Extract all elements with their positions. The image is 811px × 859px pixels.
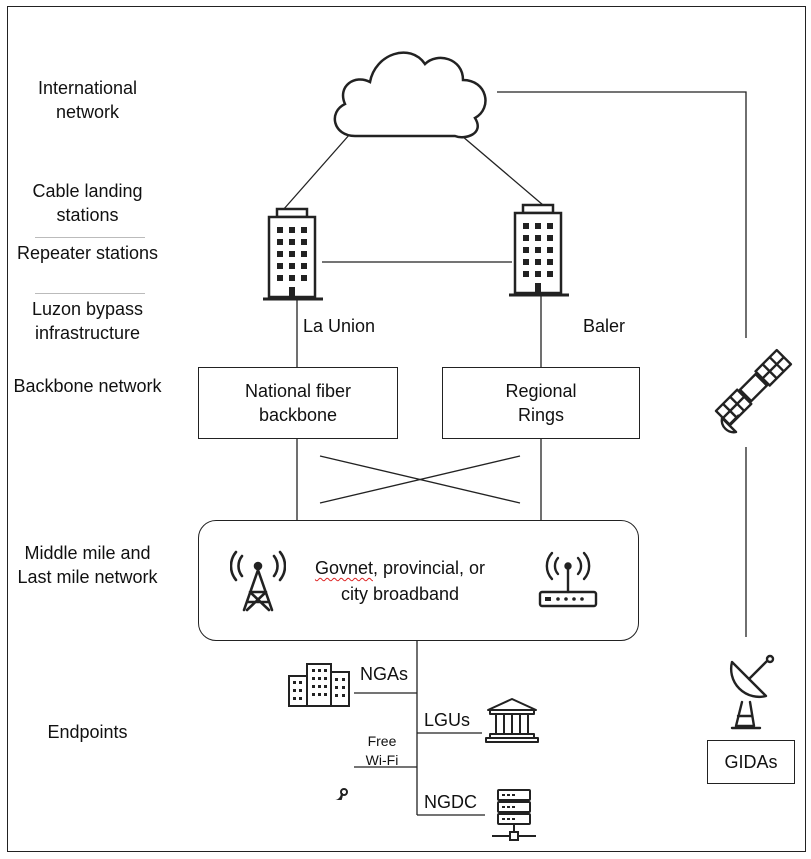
gidas-text: GIDAs: [724, 752, 778, 772]
office-buildings-icon: [288, 663, 350, 707]
label-wifi: Wi-Fi: [365, 752, 399, 768]
label-baler: Baler: [583, 316, 626, 336]
label-luzon-bypass: Luzon bypass infrastructure: [31, 299, 144, 343]
label-cable-landing-stations: Cable landing stations: [32, 181, 143, 225]
label-la-union: La Union: [303, 316, 376, 336]
govnet-word: Govnet: [314, 558, 373, 578]
label-ngdc: NGDC: [424, 792, 477, 812]
satellite-icon: [714, 348, 793, 434]
diagram-frame: [7, 6, 806, 852]
cloud-icon: [333, 51, 487, 139]
line-cloud-la-union: [282, 133, 351, 211]
label-repeater-stations: Repeater stations: [16, 243, 159, 263]
label-endpoints: Endpoints: [47, 722, 128, 742]
national-fiber-backbone-text: National fiber backbone: [244, 381, 352, 425]
government-building-icon: [485, 698, 539, 743]
label-international-network: International network: [37, 78, 138, 122]
box-gidas: GIDAs: [707, 740, 795, 784]
box-middle-last-mile: [198, 520, 639, 641]
building-icon-la-union: [263, 207, 323, 301]
wifi-icon: [319, 788, 348, 800]
line-cloud-satellite: [497, 91, 747, 338]
cell-tower-icon: [230, 550, 286, 612]
regional-rings-text: Regional Rings: [505, 381, 577, 425]
satellite-dish-icon: [729, 654, 775, 730]
building-icon-baler: [509, 203, 569, 297]
line-cross-2: [319, 455, 521, 504]
line-cloud-baler: [461, 135, 544, 206]
label-lgus: LGUs: [424, 710, 471, 730]
label-middle-last-mile: Middle mile and Last mile network: [17, 543, 158, 587]
label-govnet-line1: Govnet, provincial, or: [300, 556, 500, 580]
separator-1: [35, 237, 145, 238]
label-govnet-line2: city broadband: [340, 584, 460, 604]
box-national-fiber-backbone: National fiber backbone: [198, 367, 398, 439]
label-backbone-network: Backbone network: [13, 376, 162, 396]
router-icon: [538, 551, 598, 608]
label-ngas: NGAs: [360, 664, 409, 684]
box-regional-rings: Regional Rings: [442, 367, 640, 439]
server-icon: [492, 789, 536, 841]
govnet-rest: , provincial, or: [373, 558, 486, 578]
label-free: Free: [367, 733, 397, 749]
separator-2: [35, 293, 145, 294]
